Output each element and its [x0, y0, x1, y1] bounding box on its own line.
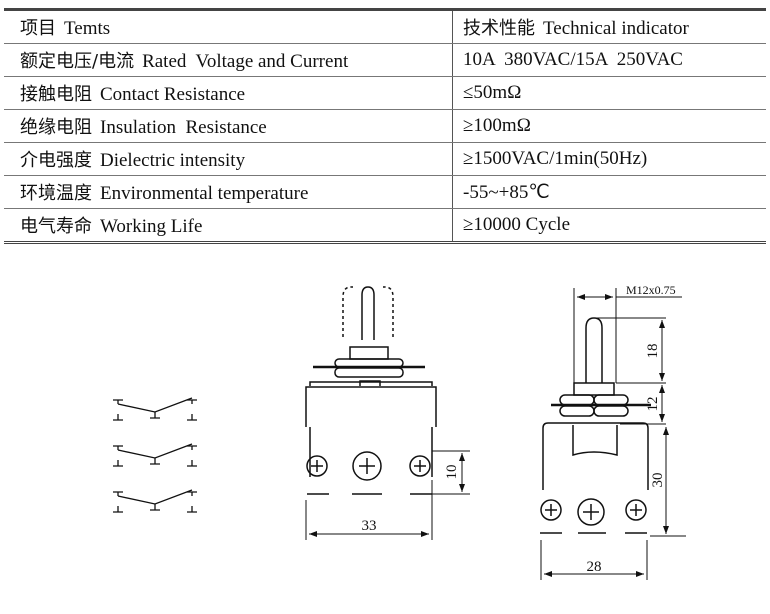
- row-value: ≤50mΩ: [452, 76, 766, 110]
- side-view: [540, 317, 651, 534]
- front-terminal-dim: 10: [444, 465, 460, 480]
- body-height-dim: 30: [650, 473, 666, 488]
- row-label-cn: 绝缘电阻: [20, 117, 92, 138]
- row-label-en: Dielectric intensity: [100, 150, 246, 171]
- spec-table: 项目 Temts 技术性能 Technical indicator 额定电压/电流 R…: [4, 8, 766, 244]
- row-label-en: Working Life: [100, 216, 203, 237]
- table-header-row: 项目 Temts 技术性能 Technical indicator: [4, 9, 766, 44]
- header-item-cn: 项目: [20, 18, 56, 39]
- table-row: 绝缘电阻 Insulation Resistance ≥100mΩ: [4, 109, 766, 143]
- table-row: 接触电阻 Contact Resistance ≤50mΩ: [4, 76, 766, 110]
- table-row: 额定电压/电流 Rated Voltage and Current 10A 380…: [4, 43, 766, 77]
- row-label-en: Environmental temperature: [100, 183, 309, 204]
- circuit-schematic: [112, 397, 198, 513]
- row-label-cn: 电气寿命: [20, 216, 92, 237]
- lever-height-dim: 18: [645, 344, 661, 359]
- side-dimensions: [540, 288, 686, 580]
- row-value: 10A 380VAC/15A 250VAC: [452, 43, 766, 77]
- front-width-dim: 33: [362, 518, 377, 534]
- row-value: ≥10000 Cycle: [463, 214, 570, 235]
- row-label-cn: 额定电压/电流: [20, 51, 135, 72]
- front-view: [305, 286, 437, 495]
- table-row: 电气寿命 Working Life ≥10000 Cycle: [4, 208, 766, 243]
- thread-spec: M12x0.75: [626, 283, 676, 297]
- header-value-cn: 技术性能: [463, 18, 535, 39]
- row-label-en: Contact Resistance: [100, 84, 246, 105]
- row-label-en: Rated Voltage and Current: [142, 51, 349, 72]
- header-item-en: Temts: [64, 18, 111, 39]
- row-value: ≥100mΩ: [452, 109, 766, 143]
- row-label-cn: 接触电阻: [20, 84, 92, 105]
- row-label-en: Insulation Resistance: [100, 117, 267, 138]
- row-value: -55~+85℃: [452, 175, 766, 209]
- bushing-height-dim: 12: [645, 397, 661, 412]
- row-label-cn: 介电强度: [20, 150, 92, 171]
- header-value-en: Technical indicator: [543, 18, 689, 39]
- row-value: ≥1500VAC/1min(50Hz): [452, 142, 766, 176]
- front-dimensions: [305, 450, 470, 540]
- row-label-cn: 环境温度: [20, 183, 92, 204]
- table-row: 环境温度 Environmental temperature -55~+85℃: [4, 175, 766, 209]
- side-width-dim: 28: [587, 559, 602, 575]
- table-row: 介电强度 Dielectric intensity ≥1500VAC/1min(5…: [4, 142, 766, 176]
